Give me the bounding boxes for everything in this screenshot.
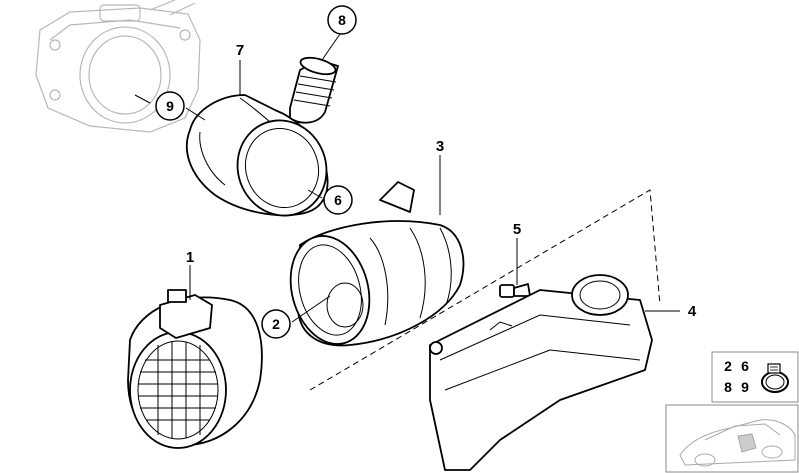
intake-boot [185,94,329,217]
car-thumbnail [665,404,799,473]
callout-3: 3 [436,138,444,155]
air-flow-meter [127,289,263,449]
svg-text:2: 2 [272,316,280,332]
svg-text:9: 9 [166,98,174,114]
vent-hose [289,56,339,124]
legend-item-6: 6 [741,358,749,374]
legend-item-2: 2 [724,358,732,374]
legend-item-8: 8 [724,379,732,395]
air-hose [289,181,465,347]
sensor-mesh [138,342,218,438]
throttle-body [35,0,201,133]
callout-6: 6 [323,185,353,215]
legend-box: 2 6 8 9 [711,351,799,403]
callout-5: 5 [513,221,521,238]
callout-1: 1 [186,249,194,266]
bolt [499,283,531,298]
callout-9: 9 [155,91,185,121]
car-outline-icon [679,419,796,467]
dashed-outline [309,189,661,391]
callout-7: 7 [236,42,244,59]
leader-lines [134,33,680,323]
legend-item-9: 9 [741,379,749,395]
svg-text:6: 6 [334,192,342,208]
callout-4: 4 [688,303,697,320]
svg-text:8: 8 [338,12,346,28]
hose-clamp-icon [761,363,789,393]
resonator-tank [429,274,653,471]
callout-2: 2 [261,309,291,339]
callouts: 1 2 3 4 5 6 7 8 9 [155,5,697,339]
callout-8: 8 [327,5,357,35]
